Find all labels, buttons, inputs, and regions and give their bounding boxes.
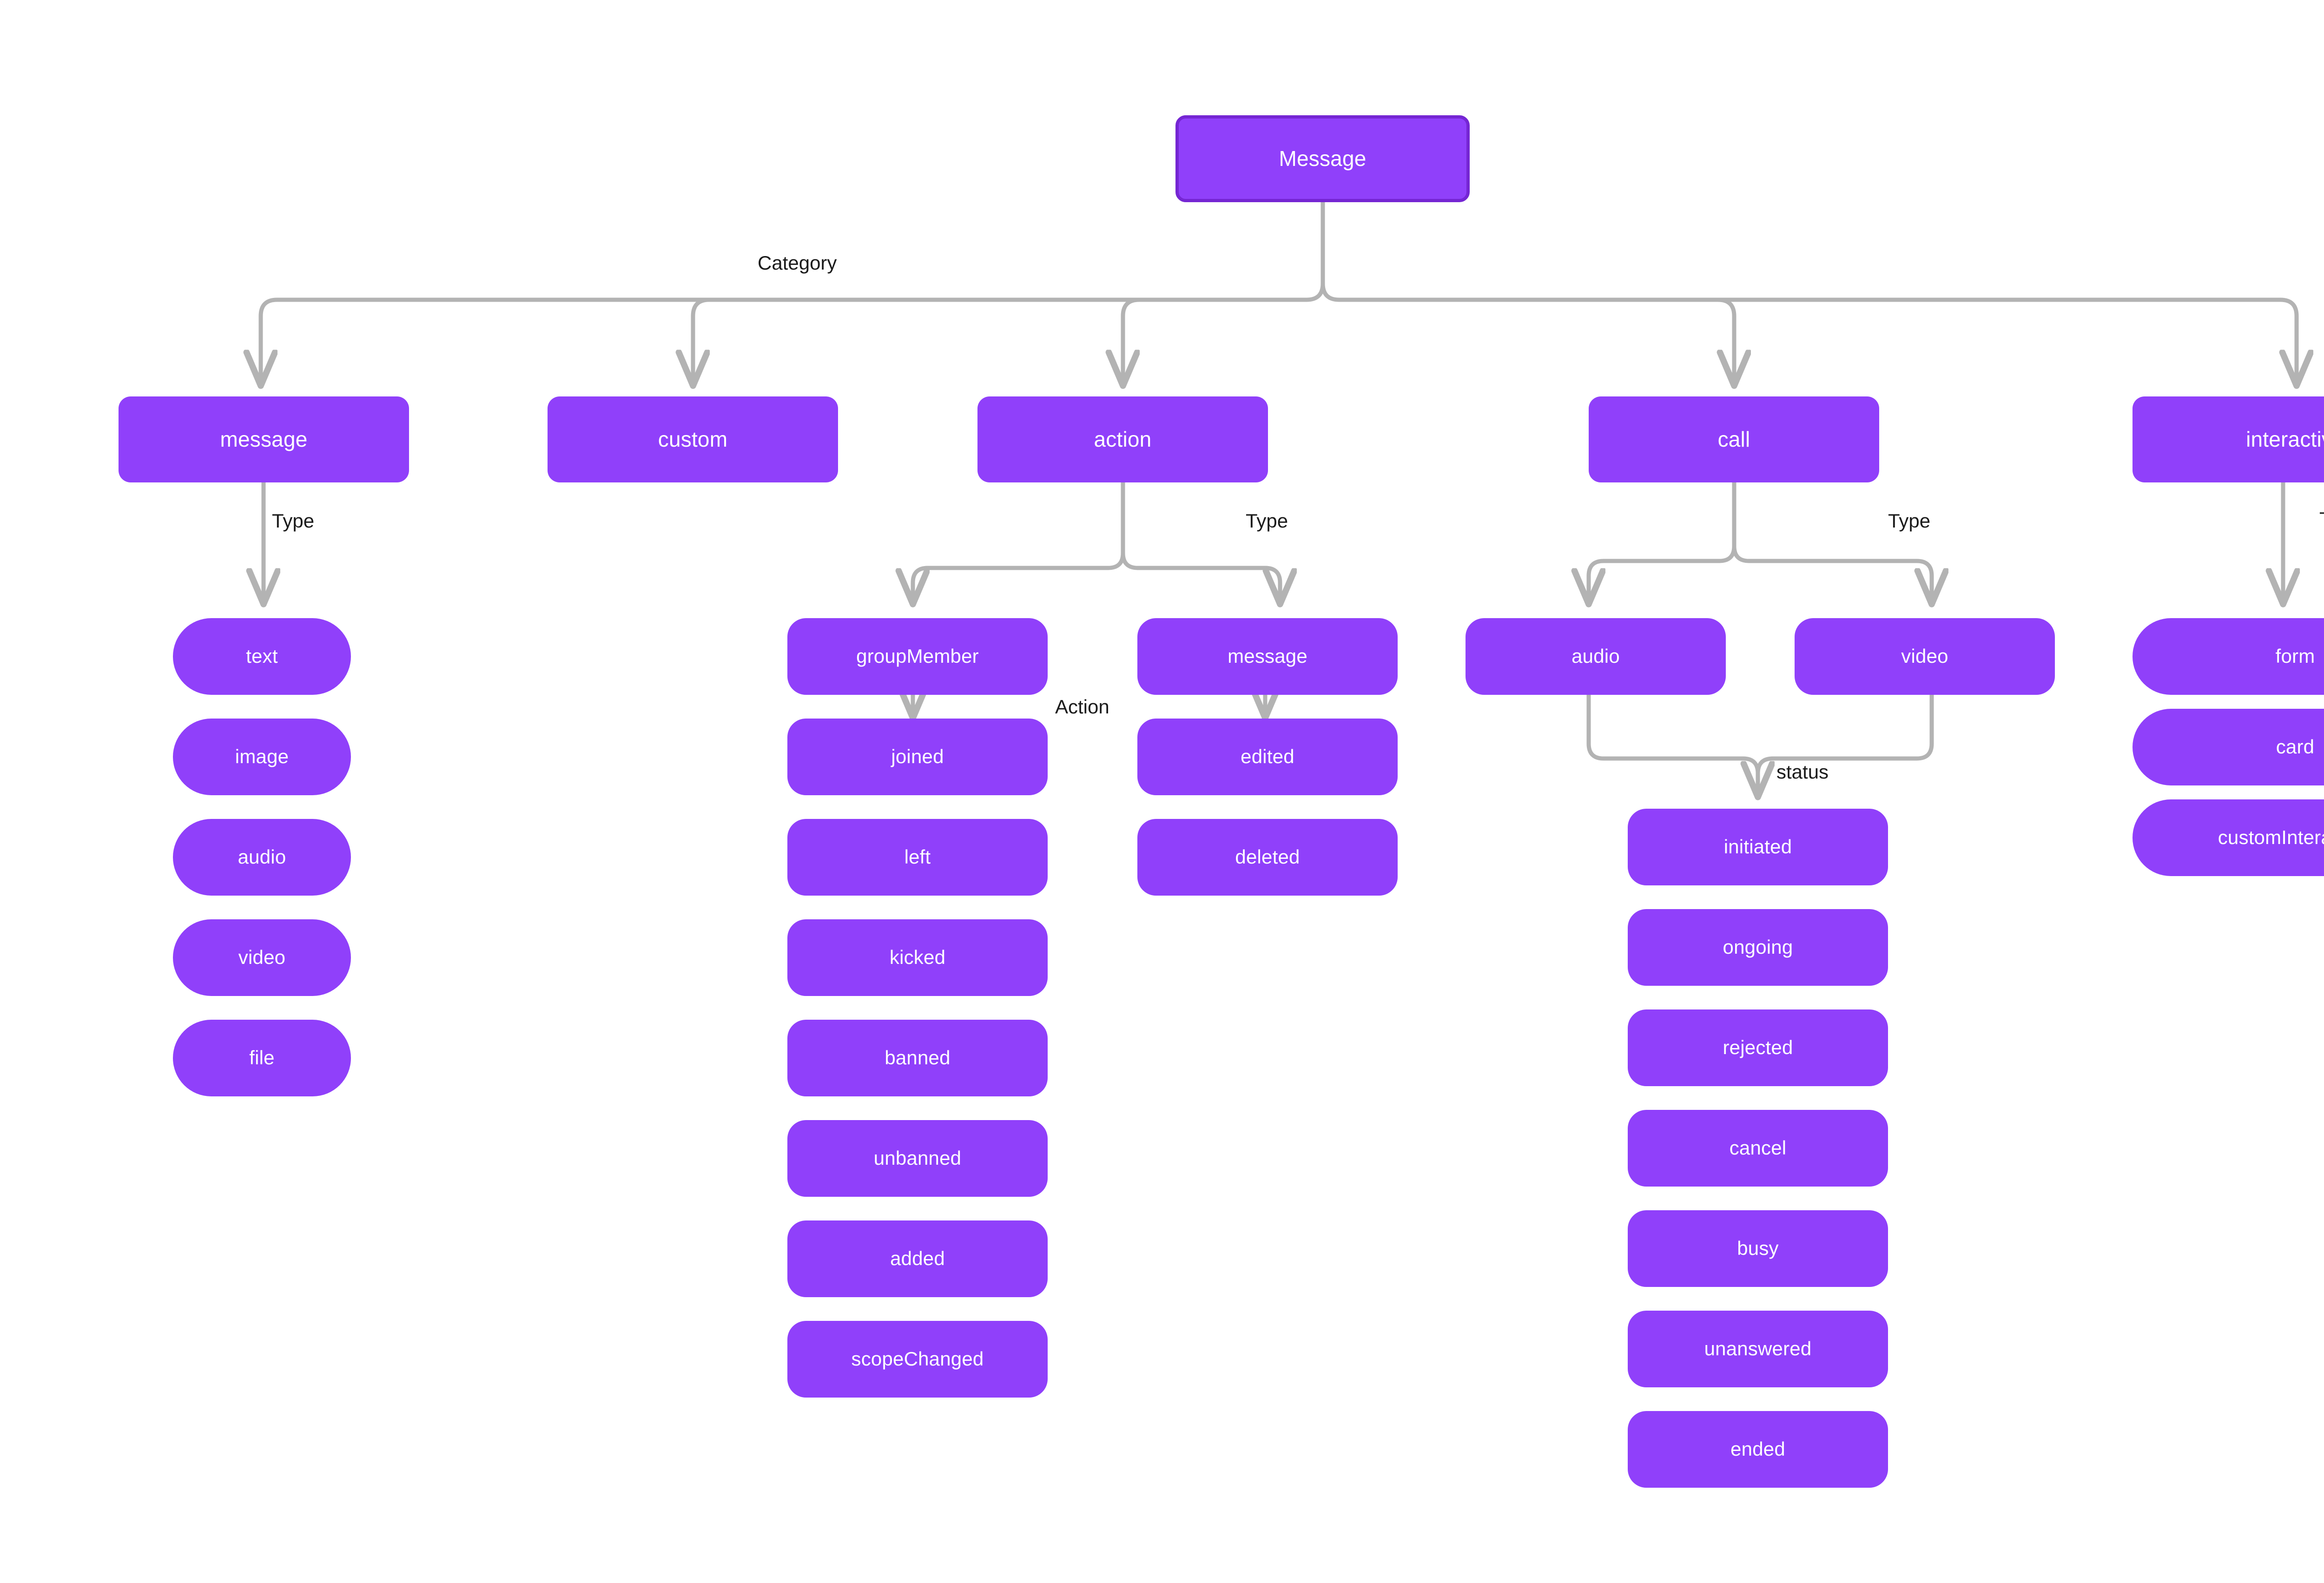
node-label: edited <box>1241 745 1294 768</box>
node-call-status-unanswered[interactable]: unanswered <box>1628 1311 1888 1387</box>
node-label: message <box>220 427 308 452</box>
edge-root-interactive <box>1337 297 2297 386</box>
node-label: joined <box>891 745 944 768</box>
edge-audio-status <box>1586 693 1758 797</box>
node-label: ended <box>1730 1438 1785 1460</box>
node-label: audio <box>1571 645 1620 667</box>
edge-call-audio <box>1589 559 1722 604</box>
node-groupmember-action-joined[interactable]: joined <box>787 719 1048 795</box>
node-label: added <box>890 1247 945 1270</box>
node-call-status-busy[interactable]: busy <box>1628 1210 1888 1287</box>
node-message-type-image[interactable]: image <box>173 719 351 795</box>
edge-root-trunk-left <box>1304 200 1325 302</box>
node-label: image <box>235 745 289 768</box>
node-label: action <box>1094 427 1152 452</box>
node-label: unanswered <box>1704 1338 1812 1360</box>
node-label: text <box>246 645 278 667</box>
node-label: file <box>249 1047 275 1069</box>
node-call-type-video[interactable]: video <box>1795 618 2055 695</box>
node-category-custom[interactable]: custom <box>548 396 838 482</box>
edge-action-groupmember <box>913 566 1110 604</box>
edge-label-type-call: Type <box>1888 510 1931 532</box>
edge-label-type-message: Type <box>272 510 315 532</box>
node-call-status-cancel[interactable]: cancel <box>1628 1110 1888 1187</box>
edge-call-split-right <box>1732 480 1751 563</box>
edge-label-category: Category <box>758 252 837 274</box>
node-label: form <box>2275 645 2315 667</box>
node-action-type-groupmember[interactable]: groupMember <box>787 618 1048 695</box>
node-label: unbanned <box>873 1147 962 1169</box>
node-interactive-type-form[interactable]: form <box>2133 618 2324 695</box>
node-label: kicked <box>889 946 946 969</box>
edge-action-split-right <box>1121 480 1140 570</box>
node-label: Message <box>1279 146 1367 171</box>
node-groupmember-action-left[interactable]: left <box>787 819 1048 896</box>
node-groupmember-action-banned[interactable]: banned <box>787 1020 1048 1096</box>
node-label: interactive <box>2246 427 2324 452</box>
node-label: scopeChanged <box>851 1348 984 1370</box>
node-groupmember-action-added[interactable]: added <box>787 1220 1048 1297</box>
edge-label-type-interactive: Type <box>2319 509 2324 529</box>
node-category-call[interactable]: call <box>1589 396 1879 482</box>
node-groupmember-action-kicked[interactable]: kicked <box>787 919 1048 996</box>
node-label: video <box>238 946 286 969</box>
edge-root-trunk-right <box>1320 200 1341 302</box>
edge-label-type-action: Type <box>1246 510 1288 532</box>
edge-action-message <box>1136 566 1280 604</box>
node-action-type-message[interactable]: message <box>1137 618 1398 695</box>
node-call-status-ended[interactable]: ended <box>1628 1411 1888 1488</box>
node-label: groupMember <box>856 645 979 667</box>
node-label: customInteractive <box>2218 826 2324 849</box>
edge-call-video <box>1747 559 1932 604</box>
node-message-action-edited[interactable]: edited <box>1137 719 1398 795</box>
node-call-status-initiated[interactable]: initiated <box>1628 809 1888 885</box>
node-label: banned <box>885 1047 951 1069</box>
edge-root-custom <box>693 297 1309 386</box>
edge-label-status: status <box>1776 761 1829 783</box>
node-call-type-audio[interactable]: audio <box>1466 618 1726 695</box>
node-label: left <box>904 846 931 868</box>
node-message-type-file[interactable]: file <box>173 1020 351 1096</box>
edge-root-call <box>1337 297 1734 386</box>
node-call-status-ongoing[interactable]: ongoing <box>1628 909 1888 986</box>
node-label: deleted <box>1235 846 1300 868</box>
node-label: call <box>1717 427 1750 452</box>
edge-call-split-left <box>1717 480 1736 563</box>
edge-label-action: Action <box>1055 696 1109 718</box>
node-message-type-text[interactable]: text <box>173 618 351 695</box>
node-label: rejected <box>1723 1036 1793 1059</box>
node-label: ongoing <box>1723 936 1793 958</box>
node-groupmember-action-scopechanged[interactable]: scopeChanged <box>787 1321 1048 1398</box>
node-message-action-deleted[interactable]: deleted <box>1137 819 1398 896</box>
node-call-status-rejected[interactable]: rejected <box>1628 1009 1888 1086</box>
node-label: card <box>2276 736 2315 758</box>
edge-action-split-left <box>1106 480 1125 570</box>
node-label: initiated <box>1723 836 1792 858</box>
edge-root-action <box>1123 297 1309 386</box>
node-interactive-type-custominteractive[interactable]: customInteractive <box>2133 799 2324 876</box>
node-label: video <box>1901 645 1948 667</box>
node-category-interactive[interactable]: interactive <box>2133 396 2324 482</box>
node-root-message[interactable]: Message <box>1175 115 1470 202</box>
edge-root-message <box>261 297 1309 386</box>
node-category-action[interactable]: action <box>977 396 1268 482</box>
node-interactive-type-card[interactable]: card <box>2133 709 2324 785</box>
node-message-type-video[interactable]: video <box>173 919 351 996</box>
node-label: cancel <box>1729 1137 1787 1159</box>
node-label: busy <box>1737 1237 1779 1260</box>
node-category-message[interactable]: message <box>119 396 409 482</box>
node-label: audio <box>238 846 286 868</box>
node-label: message <box>1228 645 1307 667</box>
node-label: custom <box>658 427 728 452</box>
node-groupmember-action-unbanned[interactable]: unbanned <box>787 1120 1048 1197</box>
node-message-type-audio[interactable]: audio <box>173 819 351 896</box>
